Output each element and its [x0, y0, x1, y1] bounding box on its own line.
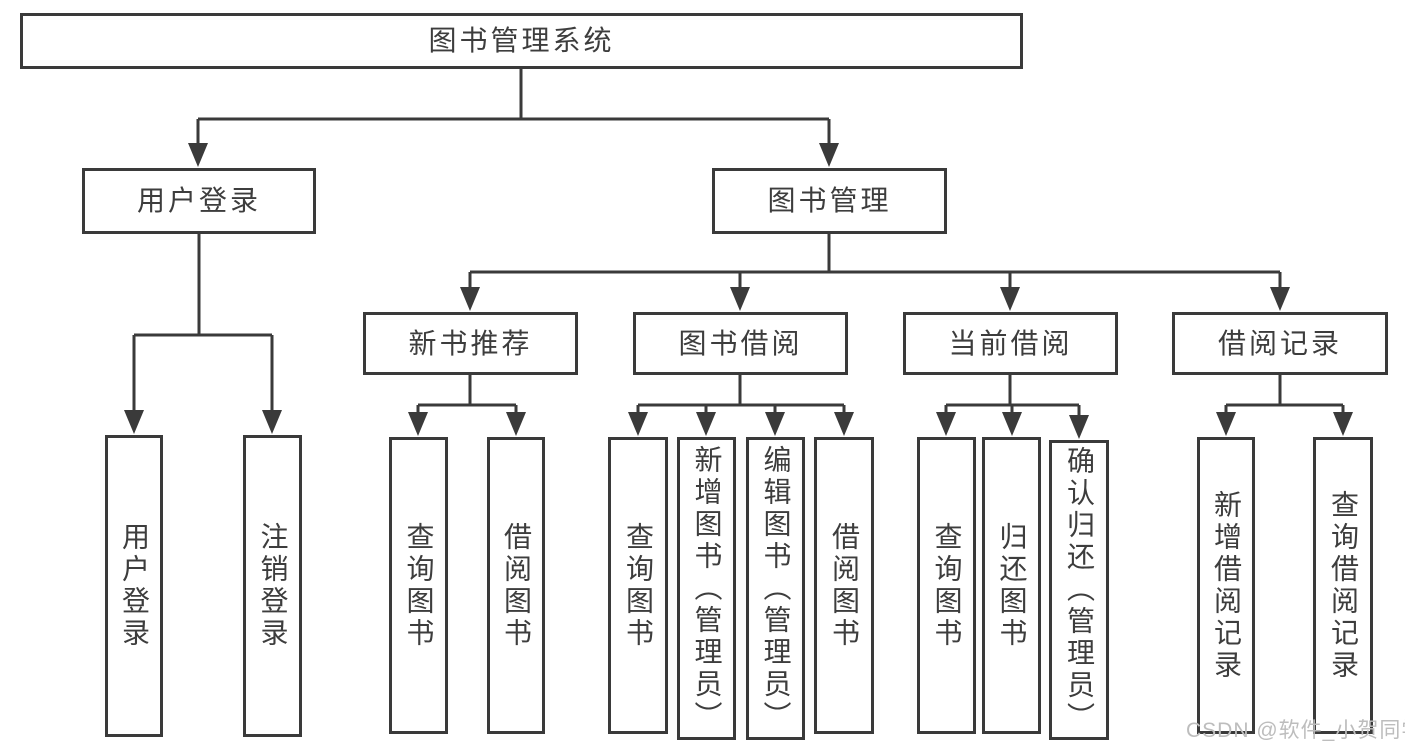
leaf-current-confirm-return-admin-label: 确认归还（管理员）	[1064, 446, 1095, 734]
node-borrow-record-label: 借阅记录	[1217, 327, 1342, 359]
leaf-borrow-add-book-admin: 新增图书（管理员）	[677, 437, 736, 740]
leaf-user-login: 用户登录	[105, 435, 163, 737]
leaf-newbook-query-book-label: 查询图书	[403, 521, 435, 650]
node-new-book-recommend: 新书推荐	[363, 312, 578, 375]
leaf-user-login-label: 用户登录	[119, 522, 150, 650]
leaf-record-add-borrow-record: 新增借阅记录	[1197, 437, 1255, 734]
leaf-current-return-book-label: 归还图书	[996, 521, 1028, 650]
node-user-login-label: 用户登录	[136, 185, 261, 216]
node-current-borrow: 当前借阅	[903, 312, 1118, 375]
leaf-record-query-borrow-record-label: 查询借阅记录	[1328, 489, 1359, 682]
leaf-logout-login: 注销登录	[243, 435, 302, 737]
node-book-management-label: 图书管理	[767, 185, 892, 216]
leaf-borrow-add-book-admin-label: 新增图书（管理员）	[691, 444, 723, 733]
node-book-management: 图书管理	[712, 168, 947, 234]
leaf-borrow-borrow-book-label: 借阅图书	[829, 521, 860, 650]
node-borrow-record: 借阅记录	[1172, 312, 1388, 375]
leaf-current-return-book: 归还图书	[982, 437, 1041, 734]
node-book-borrow: 图书借阅	[633, 312, 848, 375]
arrowheads	[124, 143, 1353, 439]
node-user-login: 用户登录	[82, 168, 316, 234]
leaf-record-add-borrow-record-label: 新增借阅记录	[1211, 489, 1242, 682]
leaf-logout-login-label: 注销登录	[257, 522, 289, 650]
node-new-book-recommend-label: 新书推荐	[408, 327, 533, 359]
leaf-borrow-query-book: 查询图书	[608, 437, 668, 734]
leaf-borrow-borrow-book: 借阅图书	[814, 437, 874, 734]
leaf-newbook-query-book: 查询图书	[389, 437, 448, 734]
node-root: 图书管理系统	[20, 13, 1023, 69]
leaf-borrow-query-book-label: 查询图书	[623, 521, 654, 650]
leaf-newbook-borrow-book-label: 借阅图书	[501, 521, 532, 650]
leaf-current-query-book-label: 查询图书	[931, 521, 963, 650]
node-current-borrow-label: 当前借阅	[948, 327, 1073, 359]
csdn-watermark: CSDN @软件_小贺同学	[1186, 719, 1405, 742]
node-root-label: 图书管理系统	[428, 25, 615, 56]
node-book-borrow-label: 图书借阅	[678, 327, 803, 359]
leaf-borrow-edit-book-admin: 编辑图书（管理员）	[746, 437, 805, 740]
leaf-borrow-edit-book-admin-label: 编辑图书（管理员）	[760, 444, 792, 733]
leaf-current-query-book: 查询图书	[917, 437, 976, 734]
leaf-current-confirm-return-admin: 确认归还（管理员）	[1049, 440, 1109, 740]
leaf-newbook-borrow-book: 借阅图书	[487, 437, 545, 734]
leaf-record-query-borrow-record: 查询借阅记录	[1313, 437, 1373, 734]
